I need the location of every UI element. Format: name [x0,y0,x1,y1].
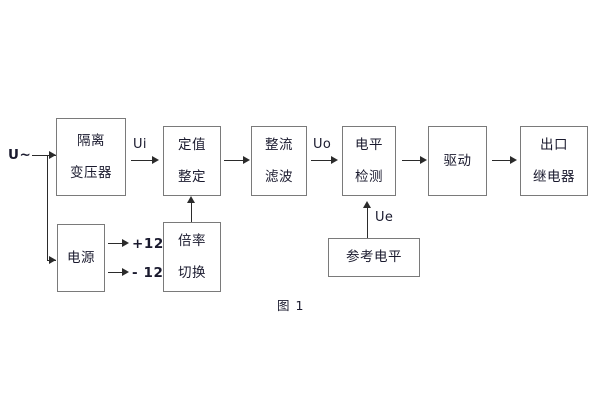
line-setting-to-rectify [224,160,247,161]
arrow-into-output-relay-icon [510,156,517,164]
signal-label-ue: Ue [375,210,394,225]
block-drive[interactable]: 驱动 [428,126,487,196]
arrow-into-isolation-transformer-icon [49,151,56,159]
block-line: 滤波 [265,168,293,185]
block-line: 出口 [540,137,568,154]
arrow-into-setting-value-icon [152,156,159,164]
block-line: 定值 [178,137,206,154]
block-setting-value[interactable]: 定值 整定 [163,126,221,196]
signal-label-uo: Uo [313,137,332,152]
block-line: 整流 [265,137,293,154]
line-power-positive-output [108,243,126,244]
input-voltage-label: U~ [8,147,32,163]
block-line: 电平 [355,137,383,154]
block-rectify-filter[interactable]: 整流 滤波 [251,126,307,196]
arrow-negative-12v-icon [122,268,129,276]
arrow-into-rectify-filter-icon [243,156,250,164]
line-power-negative-output [108,272,126,273]
line-rectify-to-level [311,160,335,161]
block-line: 倍率 [178,233,206,250]
input-bus-vertical-line [47,155,48,260]
block-power-supply[interactable]: 电源 [57,224,105,292]
block-line: 参考电平 [346,249,402,266]
arrow-into-level-detection-from-reference-icon [363,201,371,208]
arrow-into-level-detection-icon [331,156,338,164]
block-line: 电源 [67,249,95,266]
block-isolation-transformer[interactable]: 隔离 变压器 [56,118,126,196]
signal-label-ui: Ui [133,137,147,152]
input-feed-line [32,155,48,156]
block-reference-level[interactable]: 参考电平 [328,238,420,277]
arrow-into-power-supply-icon [49,256,56,264]
block-line: 切换 [178,264,206,281]
block-line: 检测 [355,168,383,185]
line-multiplier-to-setting [191,200,192,222]
arrow-positive-12v-icon [122,239,129,247]
line-reference-to-level-detection [367,205,368,238]
arrow-into-setting-value-from-multiplier-icon [187,196,195,203]
block-line: 隔离 [77,133,105,150]
block-line: 驱动 [443,152,472,169]
figure-caption: 图 1 [277,298,305,313]
block-output-relay[interactable]: 出口 继电器 [520,126,588,196]
line-isolation-to-setting [131,160,156,161]
block-line: 变压器 [70,164,112,181]
line-level-to-drive [402,160,424,161]
line-drive-to-output-relay [492,160,514,161]
block-level-detection[interactable]: 电平 检测 [342,126,396,196]
block-line: 继电器 [533,168,575,185]
arrow-into-drive-icon [420,156,427,164]
block-multiplier-switch[interactable]: 倍率 切换 [163,222,221,292]
block-line: 整定 [178,168,206,185]
